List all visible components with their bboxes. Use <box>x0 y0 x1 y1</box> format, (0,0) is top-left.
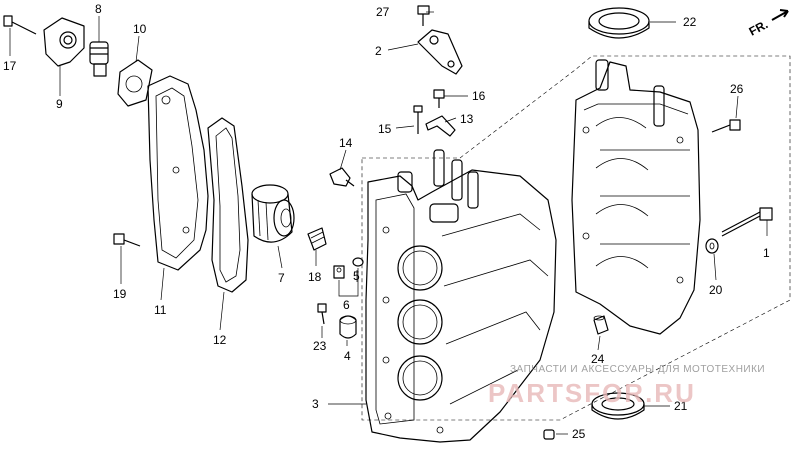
callout-22: 22 <box>683 15 697 29</box>
watermark-logo: PARTSFOR.RU <box>488 378 696 408</box>
callout-3: 3 <box>312 397 319 411</box>
callout-9: 9 <box>56 97 63 111</box>
callout-13: 13 <box>460 112 474 126</box>
front-direction-arrow: FR. <box>747 9 789 39</box>
gasket-12 <box>207 117 249 293</box>
oil-filter-7 <box>251 184 295 243</box>
bolt-19 <box>113 233 141 247</box>
callout-25: 25 <box>572 427 586 441</box>
cylinder-block-3 <box>365 149 557 443</box>
bolt-26 <box>711 119 741 133</box>
callout-10: 10 <box>133 22 147 36</box>
callout-15: 15 <box>378 122 392 136</box>
callout-26: 26 <box>730 82 744 96</box>
dowel-24 <box>593 315 609 335</box>
bolt-17 <box>3 15 37 35</box>
bolt-15 <box>413 105 423 134</box>
callout-14: 14 <box>339 136 353 150</box>
callout-4: 4 <box>344 349 351 363</box>
fitting-18 <box>307 227 327 251</box>
top-bolt-27 <box>417 5 430 26</box>
washer-5 <box>352 257 364 267</box>
callout-19: 19 <box>113 287 127 301</box>
cap-4 <box>339 315 357 339</box>
callout-1: 1 <box>763 246 770 260</box>
thermostat-8 <box>89 41 109 77</box>
callout-5: 5 <box>353 269 360 283</box>
callout-12: 12 <box>213 333 227 347</box>
callout-27: 27 <box>376 5 390 19</box>
oil-seal-top <box>588 7 650 39</box>
callout-16: 16 <box>472 89 486 103</box>
callout-7: 7 <box>278 271 285 285</box>
plug-6 <box>333 265 345 279</box>
watermark: ЗАПЧАСТИ И АКСЕССУАРЫ ДЛЯ МОТОТЕХНИКИ PA… <box>488 364 765 408</box>
callout-21: 21 <box>674 399 688 413</box>
bolt-23 <box>317 303 327 325</box>
callout-2: 2 <box>375 44 382 58</box>
callout-20: 20 <box>709 283 723 297</box>
direction-label: FR. <box>747 17 771 38</box>
callout-24: 24 <box>591 352 605 366</box>
clip-13 <box>425 115 456 137</box>
leader-lines <box>9 11 768 435</box>
washer-20 <box>705 238 719 254</box>
callout-17: 17 <box>3 59 17 73</box>
plug-25 <box>543 429 555 440</box>
assembly-outline <box>361 55 791 421</box>
bolt-1 <box>721 207 773 237</box>
watermark-tagline: ЗАПЧАСТИ И АКСЕССУАРЫ ДЛЯ МОТОТЕХНИКИ <box>510 364 765 375</box>
callout-18: 18 <box>308 270 322 284</box>
callout-labels: 8 10 17 9 27 2 22 16 15 13 26 14 1 20 7 … <box>3 2 770 441</box>
callout-11: 11 <box>154 303 167 317</box>
thermostat-cover-9 <box>43 17 85 67</box>
gasket-10 <box>117 59 153 107</box>
crankcase <box>571 59 701 335</box>
callout-8: 8 <box>95 2 102 16</box>
callout-23: 23 <box>313 339 327 353</box>
oil-seal-bottom-21 <box>591 392 645 420</box>
bolt-16 <box>433 89 445 108</box>
bracket-2 <box>417 29 463 75</box>
arrow-icon <box>771 9 789 21</box>
water-jacket-cover-11 <box>147 75 209 271</box>
sensor-14 <box>329 167 355 187</box>
callout-6: 6 <box>343 298 350 312</box>
